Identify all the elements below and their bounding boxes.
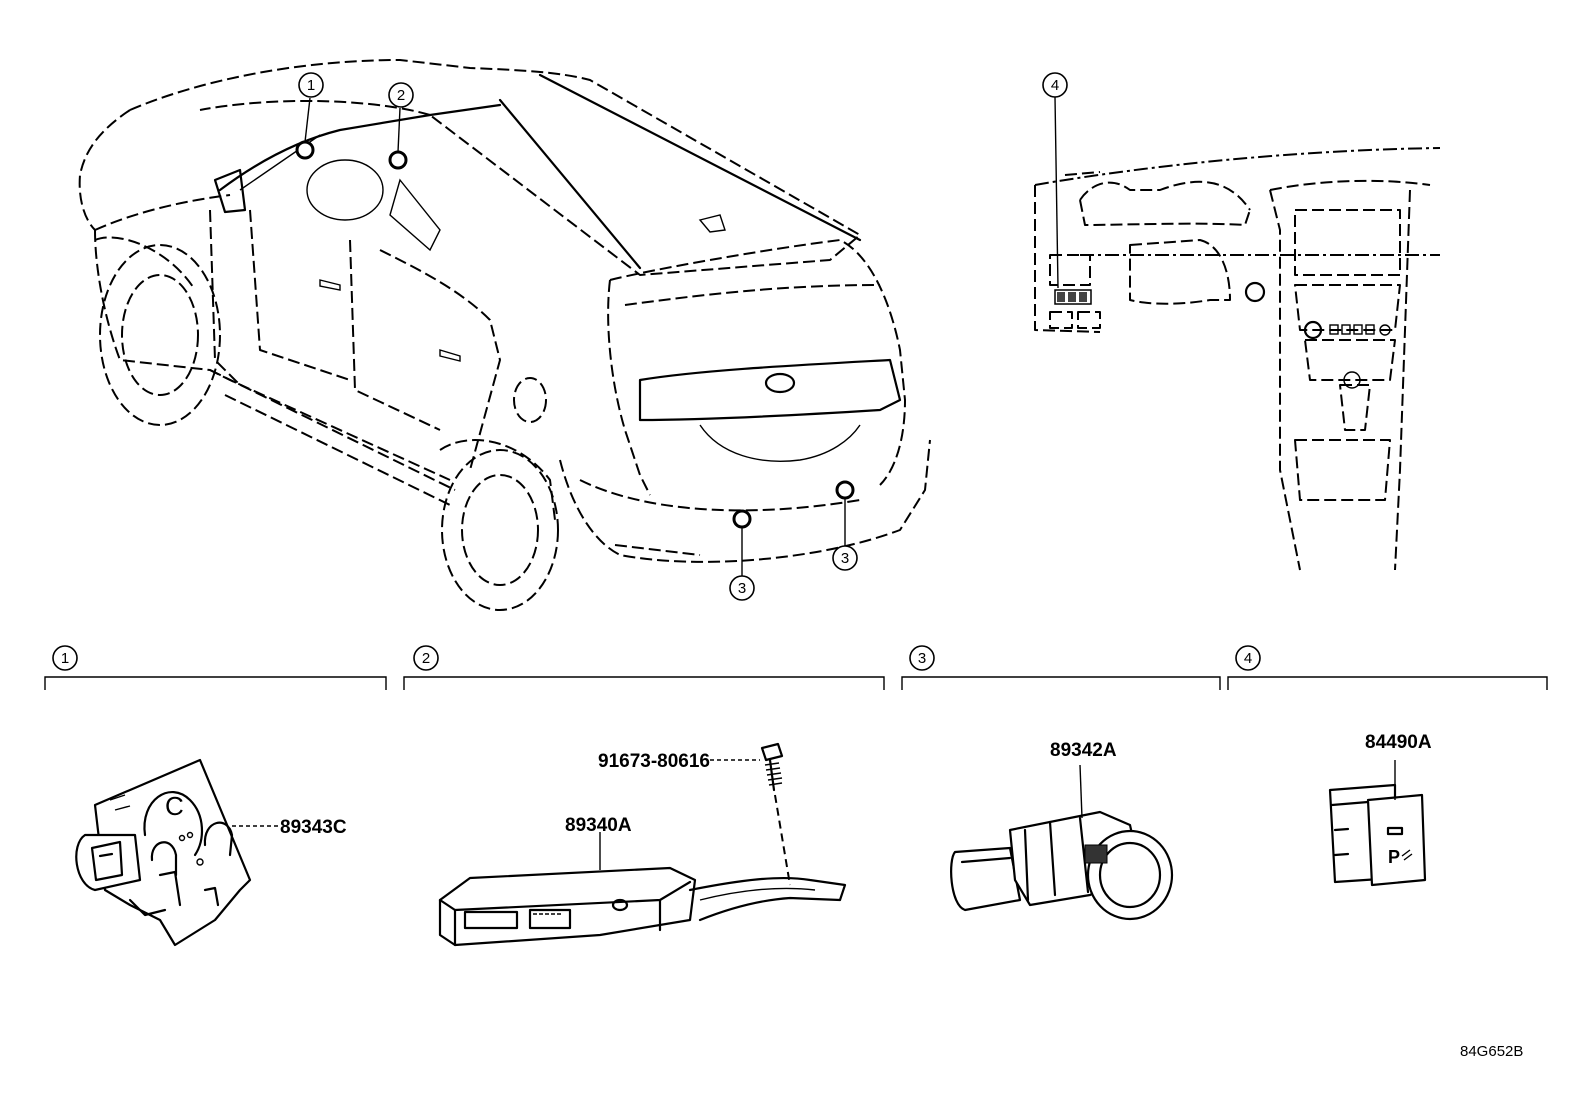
callout-1: 1 (298, 72, 324, 98)
callout-3b: 3 (832, 545, 858, 571)
svg-text:3: 3 (841, 550, 849, 567)
svg-text:3: 3 (918, 650, 926, 667)
svg-text:3: 3 (738, 580, 746, 597)
dashboard-illustration (1034, 96, 1441, 571)
part-89340A-drawing (438, 742, 847, 947)
svg-text:1: 1 (307, 77, 315, 94)
callout-2: 2 (388, 82, 414, 108)
svg-text:2: 2 (422, 650, 430, 667)
svg-text:C: C (165, 791, 184, 821)
part-89343C-drawing: C (75, 758, 278, 947)
svg-text:2: 2 (397, 87, 405, 104)
part-84490A-drawing: P (1328, 760, 1427, 887)
section-4-header: 4 (1227, 645, 1548, 690)
part-89342A-drawing (950, 764, 1174, 921)
part-number-89343C: 89343C (280, 817, 347, 838)
part-number-84490A: 84490A (1365, 732, 1432, 753)
svg-text:4: 4 (1244, 650, 1252, 667)
section-3-header: 3 (901, 645, 1221, 690)
section-2-header: 2 (403, 645, 885, 690)
vehicle-illustration (78, 59, 931, 611)
svg-text:1: 1 (61, 650, 69, 667)
svg-text:4: 4 (1051, 77, 1059, 94)
switch-symbol: P (1388, 847, 1400, 867)
part-number-91673-80616: 91673-80616 (598, 751, 710, 772)
section-1-header: 1 (44, 645, 387, 690)
callout-3a: 3 (729, 575, 755, 601)
part-number-89340A: 89340A (565, 815, 632, 836)
diagram-reference-code: 84G652B (1460, 1043, 1523, 1060)
callout-4: 4 (1042, 72, 1068, 98)
part-number-89342A: 89342A (1050, 740, 1117, 761)
